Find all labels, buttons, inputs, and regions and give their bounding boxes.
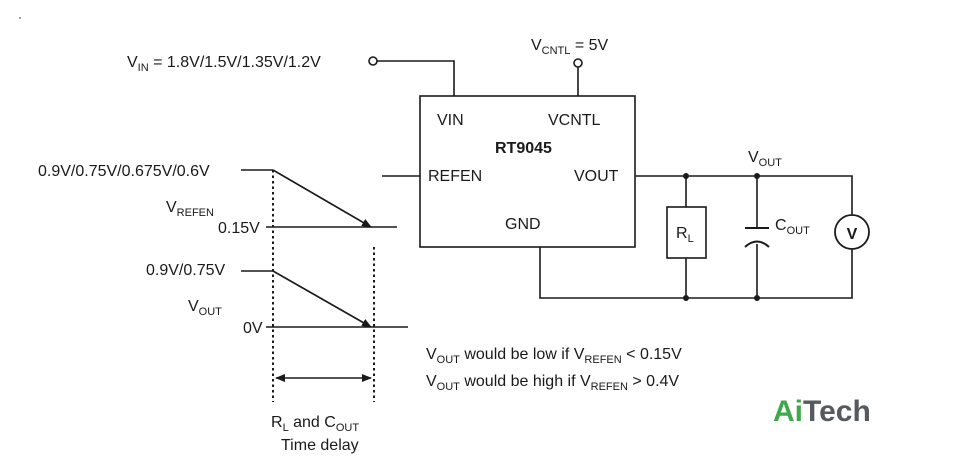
pin-vin: VIN [437,112,464,129]
vout-high-label: 0.9V/0.75V [146,262,226,279]
vin-label: VIN = 1.8V/1.5V/1.35V/1.2V [127,54,321,74]
note-low: VOUT would be low if VREFEN < 0.15V [426,346,682,366]
delay-label-line2: Time delay [281,437,359,454]
resistor-label: RL [676,225,694,245]
refen-name-label: VREFEN [166,199,214,219]
vin-terminal [368,56,378,66]
junction-dot [683,295,689,301]
note-high: VOUT would be high if VREFEN > 0.4V [426,373,679,393]
refen-ramp [272,169,372,228]
vcntl-terminal [573,58,583,68]
pin-gnd: GND [505,216,541,233]
voltmeter-icon [834,214,870,250]
ic-name: RT9045 [495,140,552,157]
pin-refen: REFEN [428,168,482,185]
pin-vout: VOUT [574,168,619,185]
vout-name-label: VOUT [188,298,222,318]
voltmeter-label: V [847,226,858,243]
junction-dot [754,173,760,179]
capacitor-label: COUT [775,217,810,237]
pin-vcntl: VCNTL [548,112,601,129]
vout-wire [635,175,853,215]
ground-wire [539,247,853,299]
vcntl-label: VCNTL = 5V [531,37,609,57]
refen-low-label: 0.15V [218,220,260,237]
vin-wire [377,60,455,96]
aitech-logo: AiTech [773,395,871,428]
capacitor-plate-bottom [744,240,770,248]
junction-dot [754,295,760,301]
vout-low-label: 0V [243,320,263,337]
stray-dot [19,17,21,19]
delay-label-line1: RL and COUT [271,414,359,434]
refen-high-label: 0.9V/0.75V/0.675V/0.6V [38,163,210,180]
vout-node-label: VOUT [748,149,782,169]
resistor-rl [666,206,707,259]
junction-dot [683,173,689,179]
vout-ramp [272,270,372,328]
ic-rt9045 [419,95,636,248]
